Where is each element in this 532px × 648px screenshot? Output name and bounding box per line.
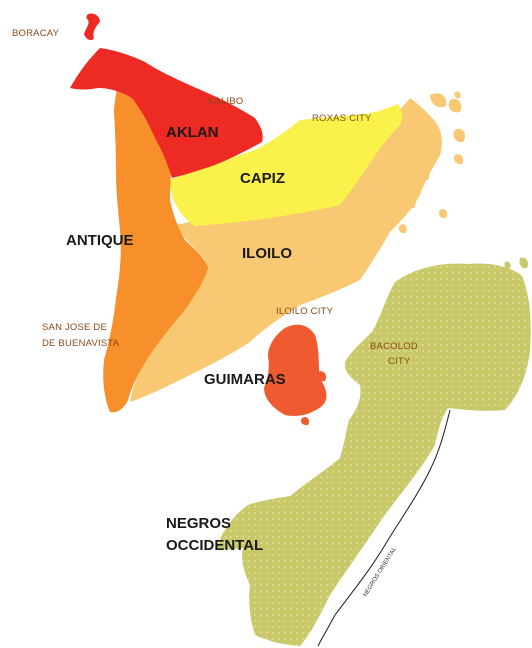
iloilo-region	[130, 91, 466, 402]
label-san-jose-line2: DE BUENAVISTA	[42, 338, 120, 349]
label-negros-oriental: NEGROS ORIENTAL	[363, 546, 399, 598]
label-iloilo: ILOILO	[242, 245, 292, 262]
label-roxas-city: ROXAS CITY	[312, 113, 372, 124]
label-san-jose-line1: SAN JOSE DE	[42, 322, 107, 333]
guimaras-region	[264, 324, 327, 426]
label-negros-line1: NEGROS	[166, 515, 231, 532]
label-boracay: BORACAY	[12, 28, 60, 39]
label-capiz: CAPIZ	[240, 170, 285, 187]
antique-region	[103, 85, 208, 413]
label-aklan: AKLAN	[166, 124, 219, 141]
label-guimaras: GUIMARAS	[204, 371, 286, 388]
negros-oriental-boundary-line	[317, 409, 451, 647]
boracay-island	[84, 13, 100, 41]
label-negros-line2: OCCIDENTAL	[166, 537, 263, 554]
label-bacolod-line2: CITY	[388, 356, 411, 367]
label-antique: ANTIQUE	[66, 232, 134, 249]
aklan-region	[70, 48, 263, 178]
capiz-region	[170, 104, 403, 226]
label-bacolod-line1: BACOLOD	[370, 341, 418, 352]
negros-occidental-region	[216, 257, 531, 647]
label-kalibo: KALIBO	[208, 96, 244, 107]
label-iloilo-city: ILOILO CITY	[276, 306, 334, 317]
